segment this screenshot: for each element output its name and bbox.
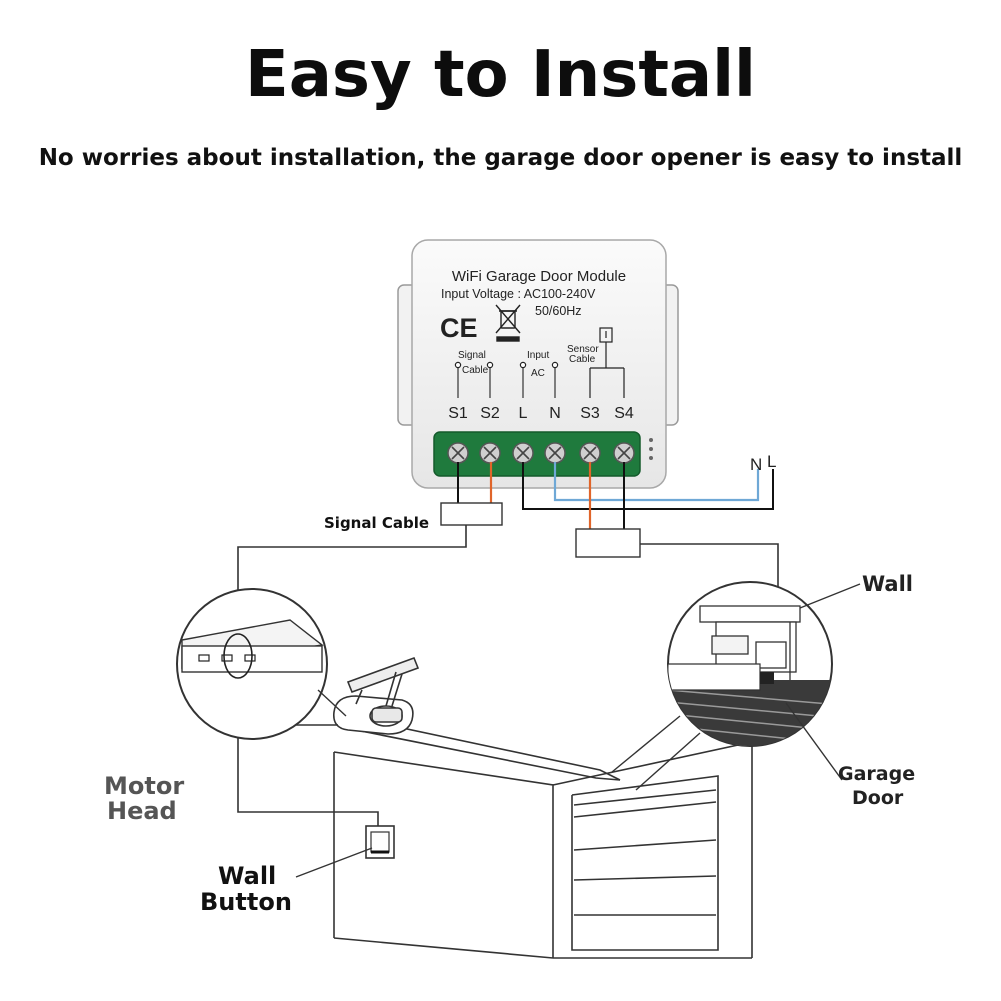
indicator-dots — [649, 438, 653, 460]
signal-cable-label: Cable — [462, 365, 489, 376]
terminal-label-s3: S3 — [580, 405, 600, 422]
sensor-switch-icon — [589, 327, 625, 398]
terminal-label-s4: S4 — [614, 405, 634, 422]
garage-door-label-line1: Garage — [838, 763, 915, 785]
terminal-label-n: N — [549, 405, 561, 422]
terminal-label-l: L — [519, 405, 528, 422]
wall-button-label-line1: Wall — [218, 862, 276, 890]
sensor-zoom — [611, 581, 833, 791]
signal-cable-label: Signal Cable — [324, 514, 429, 532]
page-title: Easy to Install — [245, 38, 756, 112]
module-voltage: Input Voltage : AC100-240V — [441, 287, 596, 301]
ce-mark: CE — [440, 313, 478, 343]
module-name: WiFi Garage Door Module — [452, 268, 626, 285]
ac-label: AC — [531, 368, 545, 379]
sensor-label: Sensor — [567, 344, 599, 355]
wire-l — [522, 462, 774, 510]
wall-button-route — [237, 679, 379, 827]
motor-head-zoom — [176, 588, 347, 740]
terminal-label-s2: S2 — [480, 405, 500, 422]
motor-head-label-line2: Head — [107, 797, 177, 825]
module-frequency: 50/60Hz — [535, 304, 582, 318]
terminal-label-s1: S1 — [448, 405, 468, 422]
input-label: Input — [527, 350, 549, 361]
wall-button — [365, 825, 395, 859]
sensor-cable-label: Cable — [569, 354, 596, 365]
page-subtitle: No worries about installation, the garag… — [38, 145, 963, 171]
garage-door-label-line2: Door — [852, 787, 904, 809]
motor-head-label-line1: Motor — [104, 772, 184, 800]
weee-bin-icon — [495, 304, 521, 342]
garage-illustration — [332, 656, 753, 959]
terminal-highlight — [223, 633, 253, 679]
terminal-screws — [447, 442, 635, 464]
power-l-label: L — [767, 452, 776, 471]
signal-label: Signal — [458, 350, 486, 361]
power-n-label: N — [750, 455, 762, 474]
signal-cable-connector — [440, 502, 503, 526]
wall-button-label-line2: Button — [200, 888, 292, 916]
sensor-cable-connector — [575, 528, 641, 558]
wifi-garage-door-module: WiFi Garage Door Module Input Voltage : … — [397, 239, 679, 489]
module-body — [411, 239, 667, 489]
wire-n — [553, 461, 760, 502]
wall-label: Wall — [862, 572, 913, 596]
